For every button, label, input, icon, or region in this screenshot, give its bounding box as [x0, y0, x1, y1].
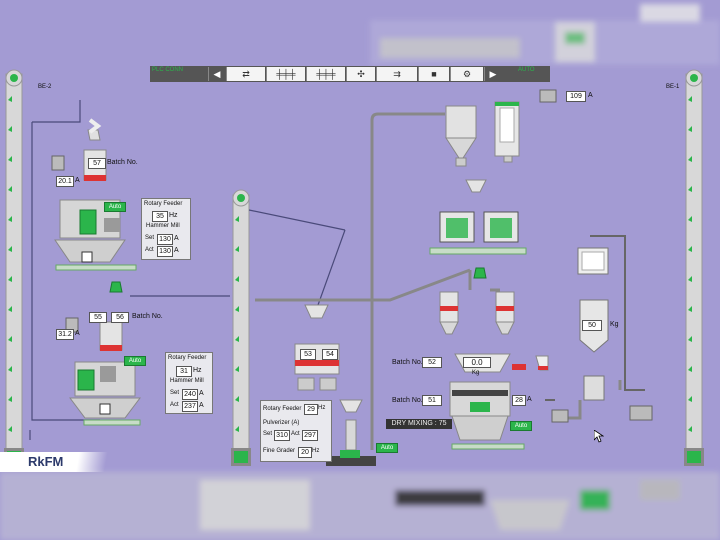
cyclone-separator	[445, 105, 477, 167]
sliders-button[interactable]: ╪╪╪	[266, 67, 305, 81]
line1-act-value: 130	[157, 246, 173, 257]
line1-set-label: Set	[145, 235, 155, 241]
line1-batch-label: Batch No.	[107, 159, 138, 166]
line2-act-label: Act	[170, 402, 179, 408]
next-arrow-button[interactable]: ▶	[484, 67, 501, 81]
weigh-tank	[577, 247, 653, 421]
line2-feeder-title: Rotary Feeder	[168, 355, 207, 361]
elevator-left-tag: BE-2	[38, 84, 52, 90]
bucket-elevator-left	[4, 69, 24, 466]
auto-status: AUTO	[518, 67, 535, 73]
line1-hz-unit: Hz	[169, 212, 178, 219]
line1-feeder-hz[interactable]: 35	[152, 211, 168, 222]
line2-act-unit: A	[199, 402, 204, 409]
plc-status: PLC CONN	[152, 67, 184, 73]
holding-bins	[439, 267, 515, 335]
grader-label: Fine Grader	[263, 448, 296, 454]
line2-set-label: Set	[170, 390, 180, 396]
mixer-weight-unit: Kg	[472, 370, 480, 376]
line2-batch-label: Batch No.	[132, 313, 163, 320]
logo-banner	[0, 452, 110, 472]
mixer-batch1-value: 52	[422, 357, 442, 368]
pulverizer-batch-a: 53	[300, 349, 316, 360]
tank-weight-value: 50	[582, 320, 602, 331]
bucket-elevator-middle	[231, 189, 251, 466]
line2-mill-title: Hammer Mill	[170, 378, 204, 384]
line1-act-label: Act	[145, 247, 154, 253]
line1-current-unit: A	[75, 177, 80, 184]
pulverizer-title: Pulverizer (A)	[263, 420, 300, 426]
pulverizer-set-label: Set	[263, 431, 273, 437]
line1-act-unit: A	[174, 247, 179, 254]
mixer-current-unit: A	[527, 396, 532, 403]
grader-hz-value[interactable]: 20	[298, 447, 312, 458]
line2-feeder-hz[interactable]: 31	[176, 366, 192, 377]
pulverizer-act-label: Act	[291, 431, 300, 437]
main-pipes	[255, 112, 622, 450]
mixer-batch2-value: 51	[422, 395, 442, 406]
mixer-current-value: 28	[512, 395, 526, 406]
transfer-button[interactable]: ⇉	[376, 67, 417, 81]
line2-set-value[interactable]: 240	[182, 389, 198, 400]
line1-hammer-mill	[51, 129, 137, 271]
pulverizer-set-value[interactable]: 310	[274, 430, 290, 441]
line2-act-value: 237	[182, 401, 198, 412]
mouse-cursor-icon	[594, 430, 604, 443]
logo: RkFM	[28, 454, 64, 469]
tank-weight-unit: Kg	[610, 321, 619, 328]
bag-filter	[494, 101, 520, 163]
mixer-batch1-label: Batch No.	[392, 359, 423, 366]
line2-auto-button[interactable]: Auto	[124, 356, 146, 366]
process-lines	[29, 100, 346, 440]
line2-current-value: 31.2	[56, 329, 74, 340]
elevator-right-tag: BE-1	[666, 84, 680, 90]
mixer-weight-value: 0.0	[463, 357, 491, 368]
line2-batch-b: 56	[111, 312, 129, 323]
mixer-auto-button[interactable]: Auto	[510, 421, 532, 431]
mixer-batch2-label: Batch No.	[392, 397, 423, 404]
cyclone-current-unit: A	[588, 92, 593, 99]
line1-set-unit: A	[174, 235, 179, 242]
pulverizer-act-value: 297	[302, 430, 318, 441]
line2-set-unit: A	[199, 390, 204, 397]
pulverizer-feeder-label: Rotary Feeder	[263, 406, 302, 412]
pulverizer-batch-b: 54	[322, 349, 338, 360]
grader-hz-unit: Hz	[312, 448, 320, 454]
line2-hz-unit: Hz	[193, 367, 202, 374]
pulverizer-auto-button[interactable]: Auto	[376, 443, 398, 453]
line1-auto-button[interactable]: Auto	[104, 202, 126, 212]
stop-button[interactable]: ■	[418, 67, 449, 81]
line1-set-value[interactable]: 130	[157, 234, 173, 245]
sliders-2-button[interactable]: ╪╪╪	[306, 67, 345, 81]
line2-hammer-mill	[65, 281, 141, 426]
mixer-status-bar: DRY MIXING : 75	[386, 419, 452, 429]
gear-button[interactable]: ⚙	[450, 67, 483, 81]
elevator-buckets	[8, 96, 692, 432]
line1-mill-title: Hammer Mill	[146, 223, 180, 229]
pulverizer-panel	[260, 400, 332, 462]
mixer-unit	[449, 353, 569, 450]
prev-arrow-button[interactable]: ◀	[208, 67, 225, 81]
line1-current-value: 20.1	[56, 176, 74, 187]
line2-feeder-panel	[165, 352, 213, 414]
cyclone-current-value: 109	[566, 91, 586, 102]
line2-batch-a: 55	[89, 312, 107, 323]
line1-batch-value: 57	[88, 158, 106, 169]
pulverizer-feeder-hz[interactable]: 29	[304, 404, 318, 415]
flow-view-button[interactable]: ⇄	[226, 67, 265, 81]
fan-button[interactable]: ✣	[346, 67, 375, 81]
sifter-units	[429, 211, 527, 255]
bucket-elevator-right	[684, 69, 704, 466]
pulverizer-hz-unit: Hz	[318, 405, 326, 411]
line1-feeder-title: Rotary Feeder	[144, 201, 183, 207]
line2-current-unit: A	[75, 330, 80, 337]
